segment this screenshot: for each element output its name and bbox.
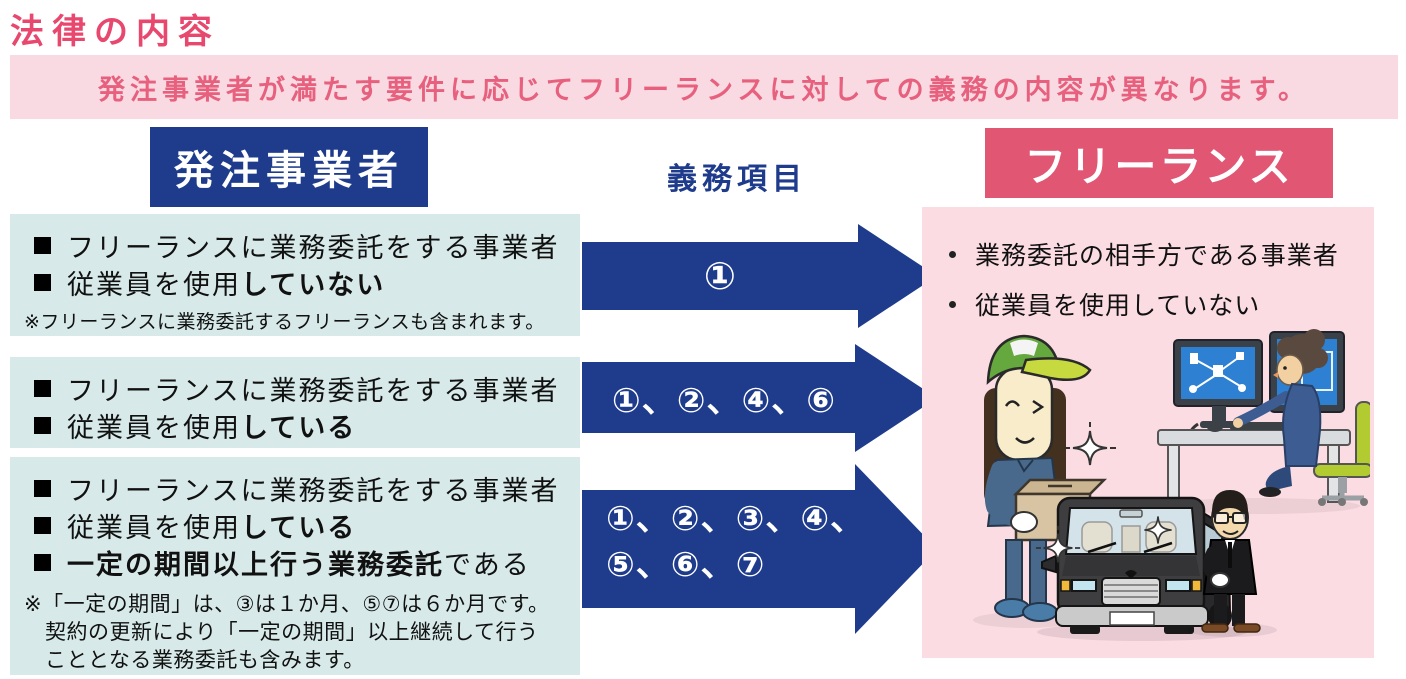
item-text: フリーランスに業務委託をする事業者 — [67, 476, 560, 507]
orderer-box-3-item-2: 従業員を使用している — [10, 507, 580, 544]
orderer-box-2-item-1: フリーランスに業務委託をする事業者 — [10, 370, 580, 407]
bullet-square-icon — [34, 380, 51, 397]
arrow-3-label-line-1: ①、②、③、④、 — [606, 499, 866, 539]
page-title: 法律の内容 — [10, 12, 220, 52]
freelance-illustration — [973, 329, 1370, 641]
orderer-box-1-item-1: フリーランスに業務委託をする事業者 — [10, 227, 580, 264]
bullet-square-icon — [34, 480, 51, 497]
chauffeur-illustration — [1187, 490, 1277, 637]
item-text: 従業員を使用 — [67, 270, 241, 301]
sparkle-icon — [1144, 516, 1172, 544]
arrow-3-label-line-2: ⑤、⑥、⑦ — [606, 545, 766, 585]
orderer-box-3-item-3: 一定の期間以上行う業務委託である — [10, 544, 580, 581]
arrow-2-label: ①、②、④、⑥ — [611, 381, 837, 421]
orderer-box-3-note: ※「一定の期間」は、③は１か月、⑤⑦は６か月です。 契約の更新により「一定の期間… — [24, 590, 580, 674]
item-text: 従業員を使用していない — [975, 291, 1261, 320]
note-line: こととなる業務委託も含みます。 — [45, 648, 365, 672]
bullet-dot-icon — [949, 250, 956, 258]
freelance-box-item-2: 従業員を使用していない — [922, 279, 1374, 329]
item-text: 従業員を使用 — [67, 513, 241, 544]
orderer-box-1-item-2: 従業員を使用していない — [10, 264, 580, 301]
item-text-bold: している — [241, 513, 357, 544]
orderer-box-1-note: ※フリーランスに業務委託するフリーランスも含まれます。 — [24, 311, 545, 333]
freelance-box-item-1: 業務委託の相手方である事業者 — [922, 229, 1374, 279]
delivery-worker-illustration — [973, 334, 1108, 628]
orderer-box-3-item-1: フリーランスに業務委託をする事業者 — [10, 470, 580, 507]
bullet-square-icon — [34, 517, 51, 534]
bullet-square-icon — [34, 274, 51, 291]
item-text-bold: している — [241, 413, 357, 444]
orderer-box-3: フリーランスに業務委託をする事業者 従業員を使用している 一定の期間以上行う業務… — [10, 457, 580, 675]
orderer-box-1: フリーランスに業務委託をする事業者 従業員を使用していない ※フリーランスに業務… — [10, 214, 580, 336]
arrow-1-label: ① — [703, 254, 737, 298]
arrow-3-label: ①、②、③、④、 ⑤、⑥、⑦ — [606, 496, 906, 588]
orderer-box-2-item-2: 従業員を使用している — [10, 407, 580, 444]
obligation-arrow-1 — [582, 224, 937, 328]
note-line: ※「一定の期間」は、③は１か月、⑤⑦は６か月です。 — [24, 592, 550, 616]
item-text: 従業員を使用 — [67, 413, 241, 444]
item-text: 業務委託の相手方である事業者 — [975, 241, 1339, 270]
obligations-header: 義務項目 — [667, 162, 807, 197]
bullet-square-icon — [34, 554, 51, 571]
requirement-banner: 発注事業者が満たす要件に応じてフリーランスに対しての義務の内容が異なります。 — [10, 55, 1398, 119]
item-text-bold: していない — [241, 270, 386, 301]
desk-worker-illustration — [1157, 329, 1370, 514]
freelance-header: フリーランス — [985, 128, 1333, 198]
note-line: 契約の更新により「一定の期間」以上継続して行う — [45, 620, 539, 644]
item-text: である — [444, 550, 531, 581]
bullet-dot-icon — [949, 300, 956, 308]
sparkle-icon — [1064, 422, 1116, 466]
requirement-banner-text: 発注事業者が満たす要件に応じてフリーランスに対しての義務の内容が異なります。 — [98, 74, 1310, 106]
bullet-square-icon — [34, 237, 51, 254]
bullet-square-icon — [34, 417, 51, 434]
item-text-bold: 一定の期間以上行う業務委託 — [67, 550, 444, 581]
item-text: フリーランスに業務委託をする事業者 — [67, 233, 560, 264]
orderer-header: 発注事業者 — [150, 127, 428, 207]
sparkle-icon — [1035, 525, 1081, 563]
orderer-box-2: フリーランスに業務委託をする事業者 従業員を使用している — [10, 357, 580, 448]
obligation-arrow-3 — [582, 464, 937, 634]
obligation-arrow-2 — [582, 344, 937, 452]
item-text: フリーランスに業務委託をする事業者 — [67, 376, 560, 407]
